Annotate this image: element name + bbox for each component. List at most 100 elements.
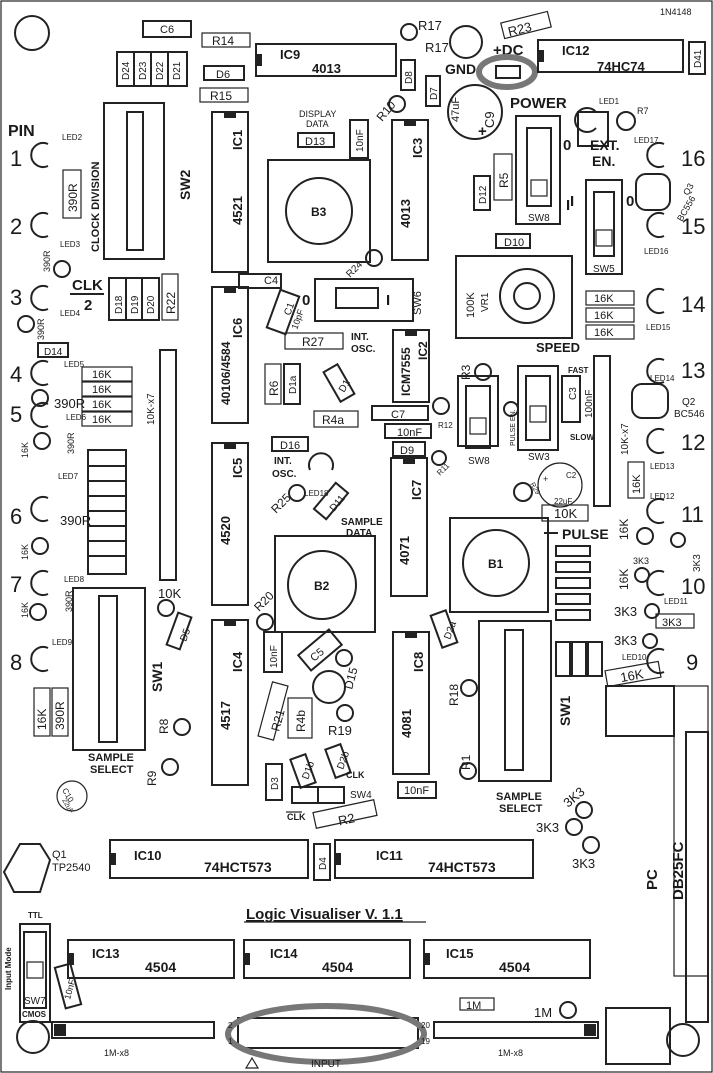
dc-terminal-highlight	[476, 54, 538, 90]
resistor-1m	[459, 997, 495, 1011]
input-label: INPUT	[311, 1059, 341, 1070]
sw1-left-outline[interactable]	[72, 587, 146, 751]
sw8-lower-slider[interactable]	[465, 385, 491, 449]
resistor-r29-pad	[513, 482, 533, 502]
button-b1[interactable]	[462, 529, 530, 597]
mounting-hole-bottom-right	[666, 1023, 700, 1057]
led6-label: LED6	[66, 413, 87, 422]
display-label-2: DATA	[306, 119, 329, 129]
resistor-r22	[161, 273, 179, 321]
16k-label-4: 16K	[92, 414, 112, 426]
db25-label: DB25FC	[670, 841, 687, 900]
resistor-10k-pulse	[541, 504, 589, 522]
c9-label: C9	[482, 111, 497, 128]
led5-label: LED5	[64, 360, 85, 369]
16k-label-11: 16K	[617, 519, 631, 540]
sw7-slider[interactable]	[23, 931, 47, 1009]
sw6-outline[interactable]	[314, 278, 414, 322]
sw8-upper-slider[interactable]	[526, 127, 552, 207]
clk-label-sw4: CLK	[346, 770, 365, 780]
ttl-label: TTL	[28, 911, 43, 920]
diode-d17	[322, 362, 356, 404]
ic11-label: IC11	[376, 848, 403, 863]
vr1-knob[interactable]	[499, 268, 555, 324]
sw4-label: SW4	[350, 790, 372, 801]
sw8-upper-outline[interactable]	[515, 115, 561, 225]
ic1-part: 4521	[230, 196, 245, 225]
resistor-r10-pad	[388, 95, 406, 113]
diode-d7	[425, 75, 441, 107]
button-b2[interactable]	[287, 550, 357, 620]
diode-d12	[473, 175, 491, 211]
resistor-16k-pad-11	[636, 527, 654, 545]
resistor-bank-10k-x7	[87, 449, 127, 575]
16k-label-r1: 16K	[594, 293, 614, 305]
sw5-slider[interactable]	[593, 191, 615, 257]
ic2-notch	[405, 330, 417, 336]
sw8-lower-outline[interactable]	[457, 375, 499, 447]
ic7-outline	[390, 457, 428, 597]
resistor-3k3-d	[655, 613, 695, 629]
resistor-r24-pad	[365, 249, 383, 267]
resistor-3k3-pad-a	[670, 532, 686, 548]
cap-10nf-label-5: 10nF	[62, 978, 77, 1001]
sw3-slider[interactable]	[525, 375, 551, 441]
capacitor-c7	[371, 405, 429, 421]
pin-number-7: 7	[10, 572, 22, 597]
d7-label: D7	[429, 87, 440, 100]
sw3-label: SW3	[528, 452, 550, 463]
clk-divider-number: 2	[84, 297, 92, 314]
390r-label-7: 390R	[64, 590, 74, 612]
pin-number-3: 3	[10, 285, 22, 310]
sw7-knob	[26, 961, 44, 979]
resistor-390r-1	[62, 169, 82, 219]
diode-d10	[495, 233, 531, 249]
pin-number-1: 1	[10, 146, 22, 171]
resistor-r11-pad	[431, 450, 447, 466]
mounting-hole-top-left	[14, 15, 50, 51]
button-b1-frame[interactable]	[449, 517, 549, 613]
q1-label: Q1	[52, 849, 67, 861]
16k-label-3: 16K	[92, 399, 112, 411]
resistor-16k-pad-7	[29, 603, 47, 621]
led15-label: LED15	[646, 323, 671, 332]
d19-label: D19	[130, 295, 141, 314]
diode-d15	[312, 670, 346, 704]
resistor-r21	[257, 681, 289, 741]
int-osc-label-top-2: OSC.	[351, 344, 376, 355]
ic6-label: IC6	[230, 318, 245, 338]
diode-d16	[271, 436, 309, 452]
d20-label: D20	[146, 295, 157, 314]
led6	[30, 402, 49, 428]
sw5-outline[interactable]	[585, 179, 623, 275]
button-b3-frame[interactable]	[267, 159, 371, 263]
sw1-right-outline[interactable]	[478, 620, 552, 782]
d16-label: D16	[280, 440, 300, 452]
c3-value: 100nF	[584, 390, 595, 418]
sw7-outline[interactable]	[19, 923, 51, 1023]
sw3-outline[interactable]	[517, 365, 559, 451]
sw6-slider[interactable]	[335, 287, 379, 309]
ic9-part: 4013	[312, 61, 341, 76]
db25-connector-body[interactable]	[685, 731, 709, 1023]
16k-label-7: 16K	[20, 602, 30, 618]
button-b3[interactable]	[285, 177, 353, 245]
vr1-outline[interactable]	[455, 255, 573, 339]
sw2-outline[interactable]	[103, 102, 165, 260]
capacitor-c1	[265, 288, 301, 336]
ic13-notch	[68, 953, 74, 965]
int-osc-label-top: INT.	[351, 332, 369, 343]
sw1-left-label: SW1	[149, 661, 165, 692]
resistor-3k3-pad-h	[582, 836, 600, 854]
resistor-r14	[201, 32, 251, 48]
pin-number-16: 16	[681, 146, 705, 171]
c9-value: 47uF	[450, 97, 462, 122]
pin-number-5: 5	[10, 402, 22, 427]
ic8-part: 4081	[399, 709, 414, 738]
1mx8-label-right: 1M-x8	[498, 1048, 523, 1058]
r17-label-top: R17	[418, 18, 442, 33]
16k-label-10: 16K	[617, 569, 631, 590]
input-connector[interactable]	[237, 1017, 419, 1049]
ic2-label: IC2	[416, 341, 430, 360]
r1-label: R1	[459, 754, 473, 770]
